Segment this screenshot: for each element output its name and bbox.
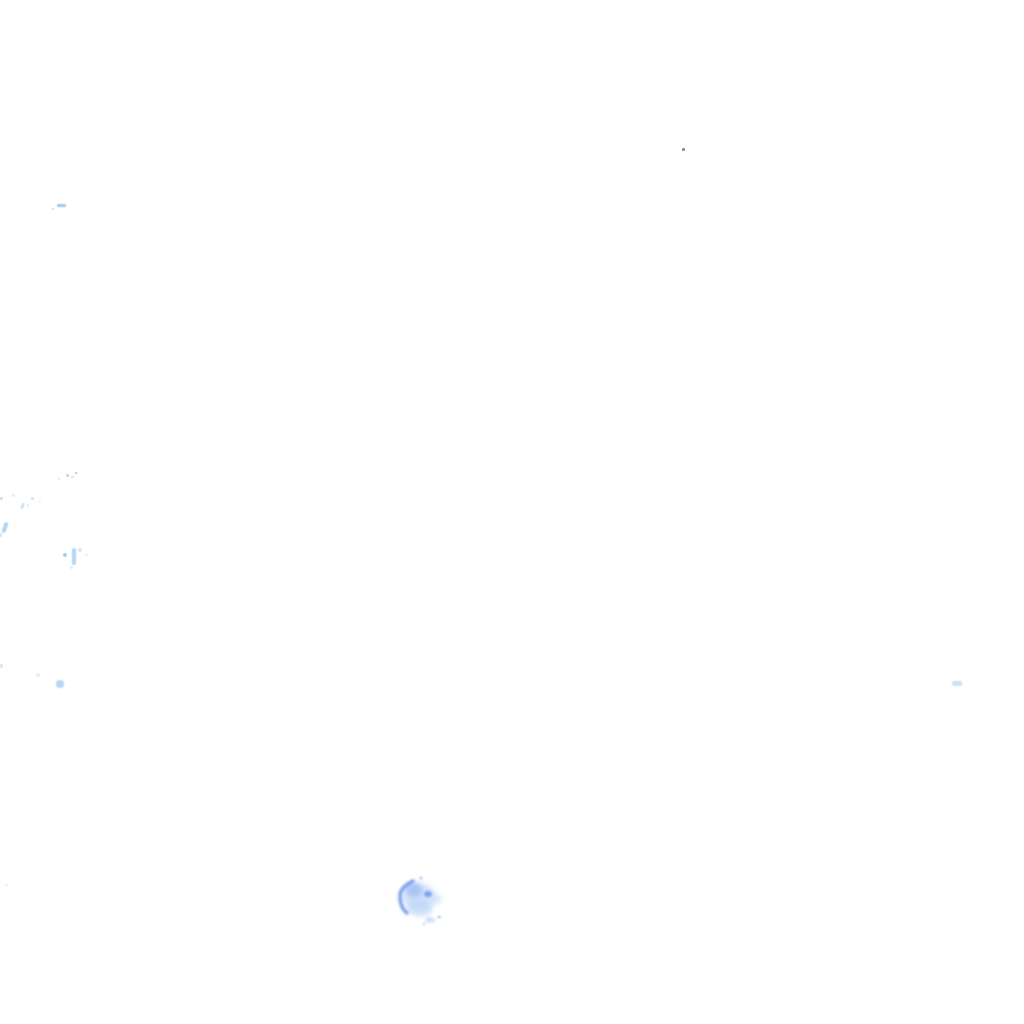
- ink-speck: [27, 504, 29, 507]
- ink-slash-left-edge: [1, 521, 9, 534]
- ink-speck: [58, 478, 60, 480]
- paint-blob-shape: [425, 917, 435, 923]
- ink-speck: [85, 554, 88, 556]
- ink-speck: [70, 566, 73, 569]
- ink-slash-small: [20, 502, 25, 510]
- ink-speck: [66, 474, 69, 477]
- ink-speck: [71, 476, 74, 478]
- ink-speck: [52, 208, 54, 210]
- ink-speck: [77, 547, 83, 553]
- paint-blob-shape: [407, 900, 433, 916]
- ink-speck: [36, 673, 40, 677]
- ink-dot-top-center: [682, 148, 685, 151]
- ink-speck-left-edge: [0, 533, 2, 537]
- paint-blob-svg: [398, 876, 442, 926]
- paint-blob: [390, 870, 452, 930]
- ink-dot-mid-left: [56, 680, 64, 688]
- ink-speck: [75, 472, 77, 474]
- paint-blob-shape: [422, 922, 426, 926]
- paint-blob-shape: [419, 876, 423, 880]
- ink-dash-upper-left: [57, 204, 66, 207]
- ink-smear-vertical: [72, 548, 76, 565]
- ink-speck: [12, 494, 15, 497]
- paint-blob-shape: [437, 915, 441, 919]
- ink-speck-left-edge: [0, 664, 3, 668]
- ink-dot: [63, 553, 67, 557]
- paint-blob-shape: [398, 879, 415, 915]
- paint-blob-shape: [406, 883, 422, 897]
- ink-speck-left-edge: [0, 497, 3, 500]
- ink-speck: [39, 501, 41, 503]
- ink-speck: [31, 497, 34, 500]
- ink-speck-faint: [5, 884, 9, 886]
- ink-smudge-right: [952, 681, 962, 686]
- paint-blob-shape: [424, 891, 432, 897]
